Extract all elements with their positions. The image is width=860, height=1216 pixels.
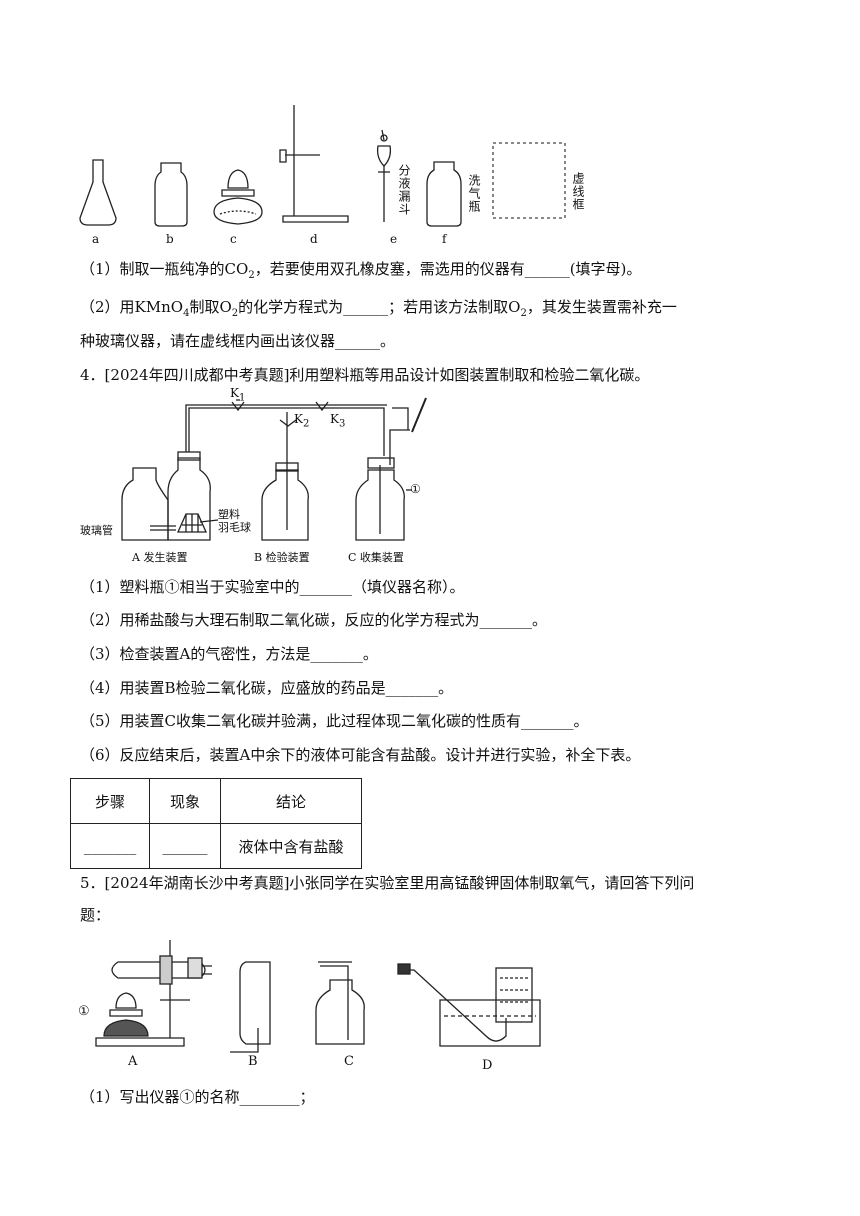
oxygen-drawing bbox=[95, 940, 541, 1053]
caption-a: A 发生装置 bbox=[132, 551, 188, 564]
q4-item4: （4）用装置B检验二氧化碳，应盛放的药品是_______。 bbox=[80, 679, 454, 697]
q4-item5: （5）用装置C收集二氧化碳并验满，此过程体现二氧化碳的性质有_______。 bbox=[80, 712, 589, 730]
experiment-table: 步骤 现象 结论 _______ ______ 液体中含有盐酸 bbox=[70, 778, 362, 869]
label-B: B bbox=[248, 1054, 258, 1069]
iron-stand bbox=[279, 105, 349, 223]
label-C: C bbox=[344, 1054, 354, 1069]
clamp-k1 bbox=[231, 399, 245, 412]
gas-jar-d bbox=[495, 967, 533, 1023]
bottle-a-right bbox=[167, 457, 211, 541]
q5-item1: （1）写出仪器①的名称________； bbox=[80, 1088, 315, 1106]
label-a: a bbox=[92, 232, 100, 246]
label-c: c bbox=[230, 232, 237, 246]
glass-tube-drawing bbox=[150, 525, 176, 531]
q4-item1: （1）塑料瓶①相当于实验室中的_______（填仪器名称）。 bbox=[80, 578, 465, 596]
cell-step: _______ bbox=[70, 823, 150, 869]
label-e: e bbox=[390, 232, 398, 246]
funnel-label: 分液漏斗 bbox=[397, 164, 411, 216]
label-k1: K1 bbox=[230, 386, 246, 404]
q4-item6: （6）反应结束后，装置A中余下的液体可能含有盐酸。设计并进行实验，补全下表。 bbox=[80, 746, 641, 764]
label-circle-1: ① bbox=[410, 482, 421, 496]
label-D: D bbox=[482, 1058, 493, 1073]
label-k2: K2 bbox=[294, 412, 310, 430]
alcohol-lamp bbox=[213, 169, 263, 225]
caption-b: B 检验装置 bbox=[254, 551, 310, 564]
label-glass-tube: 玻璃管 bbox=[80, 524, 113, 537]
main-tube bbox=[188, 407, 385, 456]
label-k3: K3 bbox=[330, 412, 346, 430]
q5-title-cont: 题： bbox=[80, 906, 111, 924]
lamp-a bbox=[109, 992, 143, 1017]
q3-item2: （2）用KMnO4制取O2的化学方程式为______；若用该方法制取O2，其发生… bbox=[80, 298, 677, 319]
stick bbox=[411, 397, 427, 433]
bottle-b bbox=[261, 469, 309, 541]
table-header-row: 步骤 现象 结论 bbox=[70, 778, 362, 824]
cell-phenomenon: ______ bbox=[149, 823, 221, 869]
bottle-b bbox=[239, 961, 271, 1045]
cell-conclusion: 液体中含有盐酸 bbox=[220, 823, 362, 869]
conical-flask bbox=[79, 159, 117, 226]
q3-item2-cont: 种玻璃仪器，请在虚线框内画出该仪器______。 bbox=[80, 332, 396, 350]
delivery-tube-d bbox=[404, 969, 507, 1042]
label-f: f bbox=[442, 232, 447, 246]
washing-bottle bbox=[426, 161, 462, 227]
apparatus-drawing bbox=[79, 105, 566, 227]
q3-item1: （1）制取一瓶纯净的CO2，若要使用双孔橡皮塞，需选用的仪器有______(填字… bbox=[80, 260, 642, 281]
header-conclusion: 结论 bbox=[220, 778, 362, 824]
clamp-k3 bbox=[315, 401, 329, 412]
bottle-c bbox=[315, 979, 365, 1045]
table-row: _______ ______ 液体中含有盐酸 bbox=[70, 823, 362, 869]
q4-title: 4．[2024年四川成都中考真题]利用塑料瓶等用品设计如图装置制取和检验二氧化碳… bbox=[80, 366, 650, 384]
header-step: 步骤 bbox=[70, 778, 150, 824]
label-b: b bbox=[166, 232, 174, 246]
q5-title: 5．[2024年湖南长沙中考真题]小张同学在实验室里用高锰酸钾固体制取氧气，请回… bbox=[80, 874, 695, 892]
label-circle-1-a: ① bbox=[78, 1004, 90, 1019]
dashed-box bbox=[492, 142, 566, 219]
gas-bottle bbox=[154, 162, 188, 227]
caption-c: C 收集装置 bbox=[348, 551, 404, 564]
clamp-k2 bbox=[279, 419, 297, 427]
bottle-c bbox=[355, 469, 405, 541]
q4-item2: （2）用稀盐酸与大理石制取二氧化碳，反应的化学方程式为_______。 bbox=[80, 611, 548, 629]
q4-item3: （3）检查装置A的气密性，方法是_______。 bbox=[80, 645, 378, 663]
dashed-box-label: 虚线框 bbox=[571, 172, 585, 211]
trough-d bbox=[439, 999, 541, 1047]
label-shuttlecock: 塑料 羽毛球 bbox=[218, 508, 251, 534]
label-d: d bbox=[310, 232, 318, 246]
label-A: A bbox=[128, 1054, 138, 1069]
co2-drawing bbox=[121, 397, 427, 541]
washer-label: 洗气瓶 bbox=[467, 174, 481, 213]
